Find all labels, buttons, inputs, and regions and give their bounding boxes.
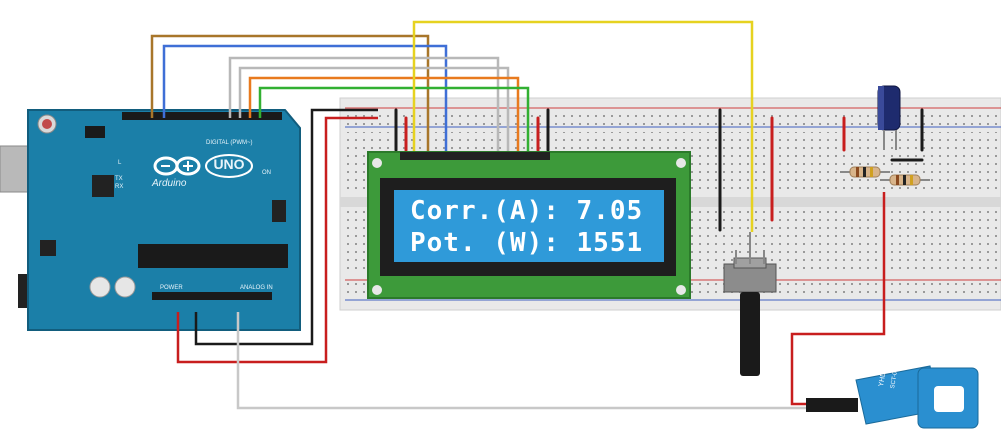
power-wires: [176, 20, 806, 410]
digital-header-label: DIGITAL (PWM~): [206, 140, 253, 146]
l-led-label: L: [118, 160, 122, 166]
arduino-brand-label: Arduino: [152, 178, 187, 189]
breadboard-jumpers: [394, 108, 924, 232]
capacitor: [877, 85, 901, 150]
arduino-board: [0, 109, 301, 331]
current-sensor: [806, 365, 979, 429]
on-led-label: ON: [262, 170, 271, 176]
arduino-model-label: UNO: [213, 156, 245, 172]
lcd-module: [367, 151, 691, 299]
lcd-line-2: Pot. (W): 1551: [410, 228, 644, 258]
rx-led-label: RX: [115, 184, 124, 190]
analog-header-label: ANALOG IN: [240, 285, 273, 291]
tx-led-label: TX: [115, 176, 123, 182]
power-header-label: POWER: [160, 285, 183, 291]
lcd-data-wires: [150, 34, 530, 156]
lcd-line-1: Corr.(A): 7.05: [410, 196, 644, 226]
sensor-wires: [790, 192, 886, 406]
potentiometer: [723, 232, 777, 376]
resistors: [840, 166, 930, 186]
